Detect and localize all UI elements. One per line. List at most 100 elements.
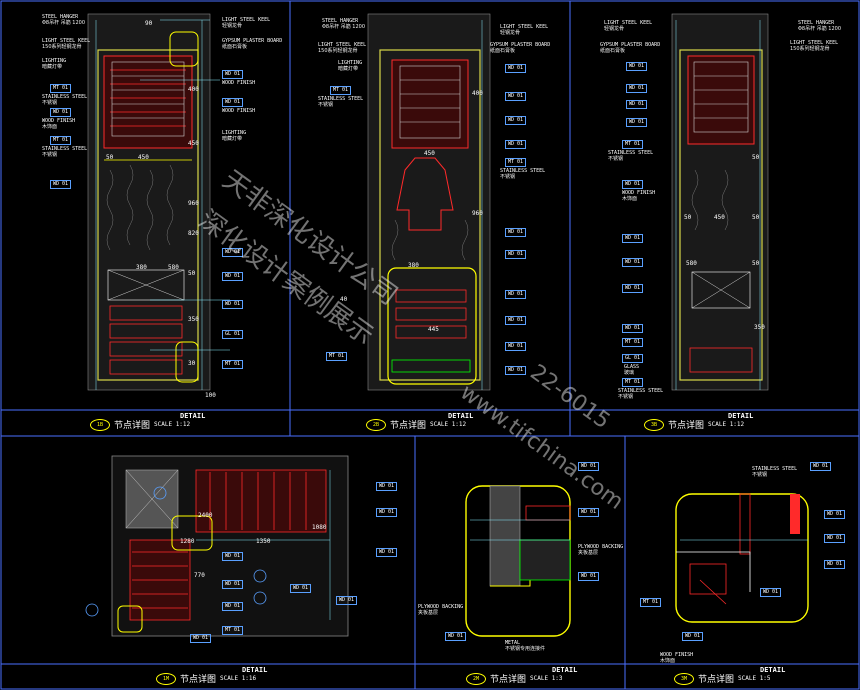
panel-3-detail: DETAIL [728,412,754,420]
dim-value: 1280 [180,538,195,545]
label-gypsum-board-cn: 纸面石膏板 [600,48,626,54]
material-tag: WD 01 [222,98,244,107]
dim-value: 90 [145,20,153,27]
material-tag: MT 01 [505,158,527,167]
material-tag: GL 01 [622,354,644,363]
panel-2-scale: SCALE 1:12 [430,421,467,428]
material-tag: WD 01 [622,284,644,293]
label-steel-hanger: STEEL HANGER [42,14,79,20]
material-tag: MT 01 [50,84,72,93]
label-plywood-backing-2-cn: 夹板基层 [418,610,439,616]
label-wood-finish-cn: 木饰面 [622,196,638,202]
material-tag: WD 01 [810,462,832,471]
panel-1-number: 1B [90,418,110,431]
panel-4-name: 节点详图 [180,675,217,685]
label-wood-finish: WOOD FINISH [660,652,694,658]
label-stainless-steel: STAINLESS STEEL [608,150,654,156]
material-tag: WD 01 [622,324,644,333]
label-stainless-steel-2-cn: 不锈钢 [42,152,58,158]
material-tag: MT 01 [222,360,244,369]
label-glass-cn: 玻璃 [624,370,635,376]
material-tag: WD 01 [578,462,600,471]
panel-3-number: 3B [644,418,664,431]
material-tag: WD 01 [376,548,398,557]
panel-1-name: 节点详图 [114,421,151,431]
label-gypsum-board: GYPSUM PLASTER BOARD [222,38,283,44]
material-tag: WD 01 [505,228,527,237]
material-tag: GL 01 [222,330,244,339]
panel-5-title: 2M 节点详图 SCALE 1:3 DETAIL [466,666,577,685]
panel-2-title: 2B 节点详图 SCALE 1:12 DETAIL [366,412,473,431]
dim-value: 1080 [312,524,327,531]
material-tag: MT 01 [326,352,348,361]
label-steel-hanger-cn: Φ8吊杆 吊筋 1200 [42,20,86,26]
material-tag: WD 01 [505,366,527,375]
label-glass: GLASS [624,364,640,370]
label-light-steel-keel: LIGHT STEEL KEEL [42,38,91,44]
panel-4-detail: DETAIL [242,666,268,674]
dim-value: 50 [106,154,114,161]
label-light-steel-keel-2: LIGHT STEEL KEEL [790,40,839,46]
label-steel-hanger: STEEL HANGER [322,18,359,24]
dim-value: 40 [340,296,348,303]
material-tag: WD 01 [505,342,527,351]
material-tag: WD 01 [626,100,648,109]
material-tag: WD 01 [578,572,600,581]
dim-value: 580 [686,260,697,267]
dim-value: 445 [428,326,439,333]
material-tag: WD 01 [222,602,244,611]
panel-3-title: 3B 节点详图 SCALE 1:12 DETAIL [644,412,753,431]
panel-3-drawing [671,13,769,391]
material-tag: WD 01 [626,118,648,127]
dim-value: 350 [754,324,765,331]
panel-5-name: 节点详图 [490,675,527,685]
material-tag: WD 01 [222,552,244,561]
label-metal: METAL [505,640,521,646]
panel-3-scale: SCALE 1:12 [708,421,745,428]
panel-1-detail: DETAIL [180,412,206,420]
panel-6-drawing [675,493,809,623]
label-lighting-cn: 暗藏灯带 [42,64,63,70]
label-lighting-2-cn: 暗藏灯带 [222,136,243,142]
material-tag: WD 01 [622,234,644,243]
label-light-steel-keel: LIGHT STEEL KEEL [604,20,653,26]
material-tag: WD 01 [760,588,782,597]
panel-1-scale: SCALE 1:12 [154,421,191,428]
label-stainless-steel-2: STAINLESS STEEL [500,168,546,174]
panel-4-scale: SCALE 1:16 [220,675,257,682]
label-stainless-steel-cn: 不锈钢 [608,156,624,162]
material-tag: WD 01 [824,534,846,543]
label-metal-cn: 不锈钢专用连接件 [505,646,546,652]
panel-4-number: 1M [156,672,176,685]
material-tag: WD 01 [376,508,398,517]
dim-value: 400 [188,86,199,93]
label-steel-hanger-cn: Φ8吊杆 吊筋 1200 [798,26,842,32]
material-tag: WD 01 [222,70,244,79]
dim-value: 960 [472,210,483,217]
label-stainless-steel-cn: 不锈钢 [42,100,58,106]
panel-6-name: 节点详图 [698,675,735,685]
dim-value: 1350 [256,538,271,545]
label-light-steel-keel-2-cn: 轻钢龙骨 [222,23,243,29]
label-wood-finish: WOOD FINISH [42,118,76,124]
material-tag: WD 01 [222,300,244,309]
panel-5-detail: DETAIL [552,666,578,674]
label-gypsum-board: GYPSUM PLASTER BOARD [600,42,661,48]
label-gypsum-board-cn: 纸面石膏板 [222,44,248,50]
material-tag: WD 01 [824,560,846,569]
material-tag: WD 01 [505,92,527,101]
label-stainless-steel-cn: 不锈钢 [752,472,768,478]
panel-2-detail: DETAIL [448,412,474,420]
dim-value: 380 [136,264,147,271]
panel-6-number: 3M [674,672,694,685]
panel-5-number: 2M [466,672,486,685]
label-stainless-steel-2: STAINLESS STEEL [618,388,664,394]
label-light-steel-keel-2: LIGHT STEEL KEEL [222,17,271,23]
material-tag: MT 01 [330,86,352,95]
label-plywood-backing-cn: 夹板基层 [578,550,599,556]
material-tag: WD 01 [505,140,527,149]
material-tag: WD 01 [222,580,244,589]
material-tag: WD 01 [505,290,527,299]
material-tag: WD 01 [505,116,527,125]
